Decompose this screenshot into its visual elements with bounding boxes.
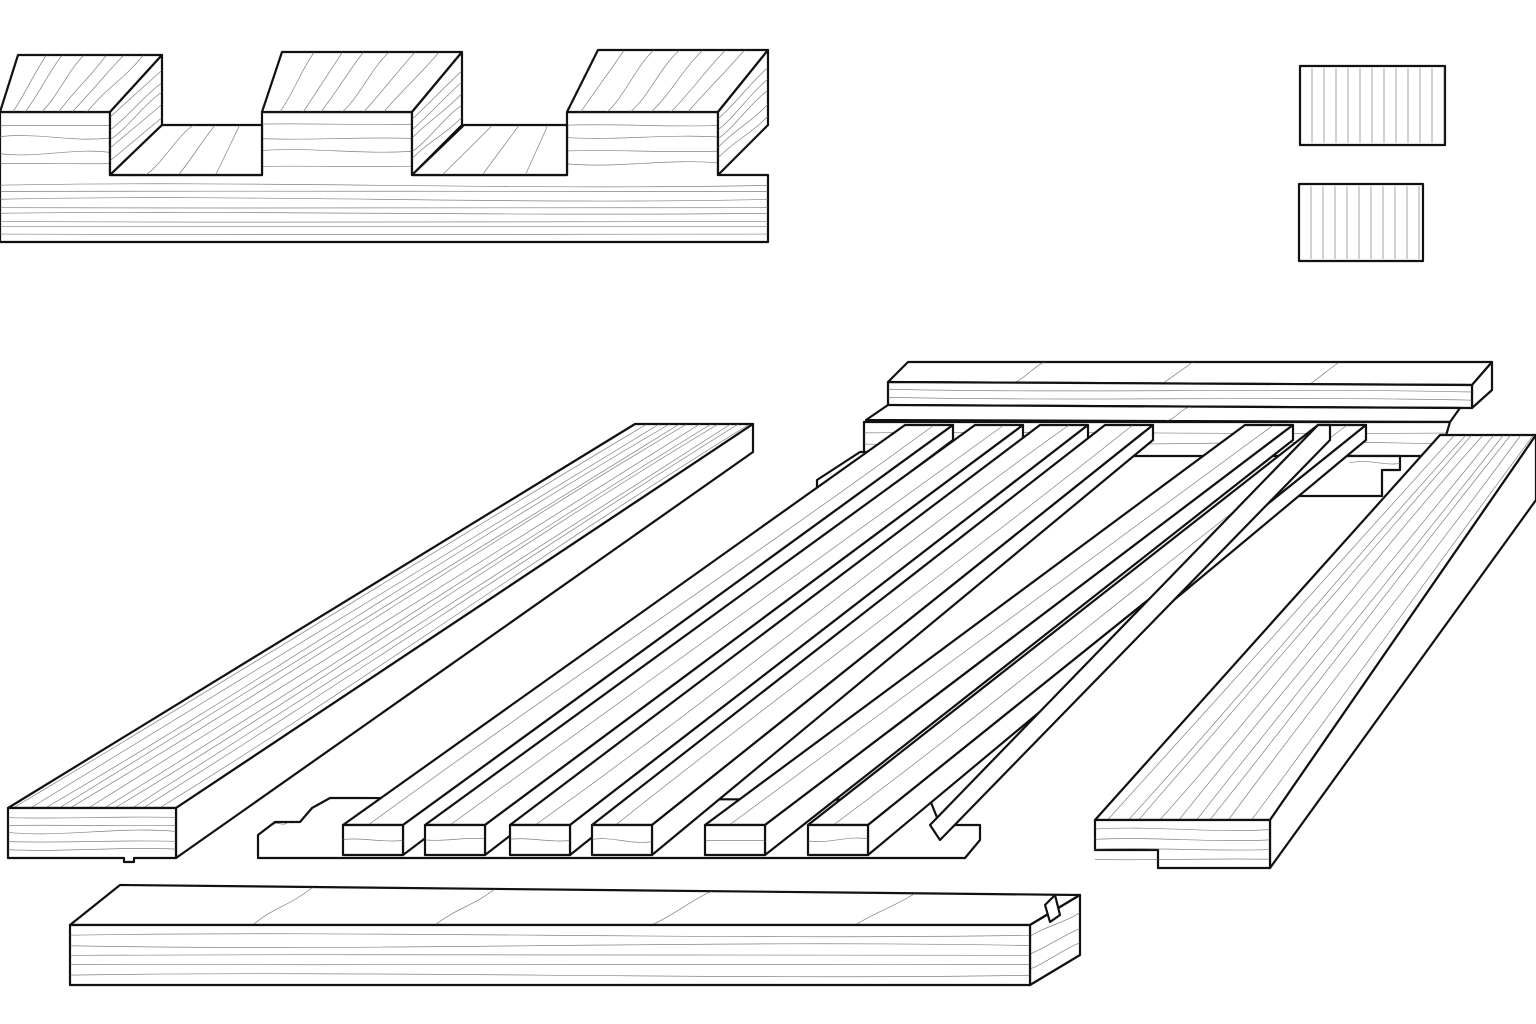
slat-end-face	[423, 823, 487, 857]
wood-grain	[580, 50, 745, 112]
wood-grain	[12, 424, 751, 808]
wood-grain	[592, 838, 652, 843]
slat-end-face	[590, 823, 654, 857]
dado-board	[0, 48, 770, 244]
groove	[1043, 893, 1062, 924]
wood-grain	[1095, 827, 1270, 861]
wood-grain	[888, 388, 1472, 401]
wood-grain	[110, 65, 162, 166]
wood-grain	[412, 65, 462, 164]
wood-grain	[567, 124, 718, 166]
wood-grain	[449, 425, 1005, 825]
wood-grain	[1107, 435, 1534, 820]
wood-grain	[279, 52, 440, 112]
wood-grain	[442, 125, 549, 175]
wood-grain	[367, 425, 935, 825]
wood-grain	[1349, 461, 1400, 465]
wood-grain	[1165, 406, 1192, 422]
wood-grain	[8, 816, 176, 851]
board-end-face	[6, 806, 178, 864]
wood-grain	[145, 125, 241, 175]
left-side-board	[6, 422, 755, 864]
wood-grain	[615, 425, 1134, 825]
wood-grain	[808, 837, 868, 842]
wood-grain	[1014, 362, 1340, 385]
wood-grain	[343, 838, 403, 842]
wood-grain	[534, 425, 1070, 825]
wood-grain	[425, 838, 485, 841]
end-grain-swatch	[1297, 182, 1425, 263]
slat-last-edge	[928, 423, 1332, 842]
wood-grain	[729, 425, 1274, 825]
right-side-board	[1093, 433, 1536, 870]
wood-grain	[510, 838, 570, 842]
wood-grain	[252, 886, 916, 925]
wood-grain	[718, 63, 768, 164]
end-grain-swatches	[1297, 64, 1447, 263]
wood-grain	[12, 55, 144, 112]
rail-front-face	[886, 380, 1474, 410]
end-grain-swatch	[1298, 64, 1447, 147]
wood-grain	[0, 124, 110, 165]
rail2-top-face	[864, 403, 1462, 424]
dado-floor	[108, 123, 264, 177]
board-end-face	[1093, 818, 1272, 870]
dado-floor	[410, 123, 569, 177]
tooth-end-grain	[716, 48, 770, 177]
wood-grain	[262, 123, 412, 167]
board-top-face	[68, 883, 1082, 927]
bottom-board	[68, 883, 1082, 987]
slats	[341, 423, 1368, 857]
